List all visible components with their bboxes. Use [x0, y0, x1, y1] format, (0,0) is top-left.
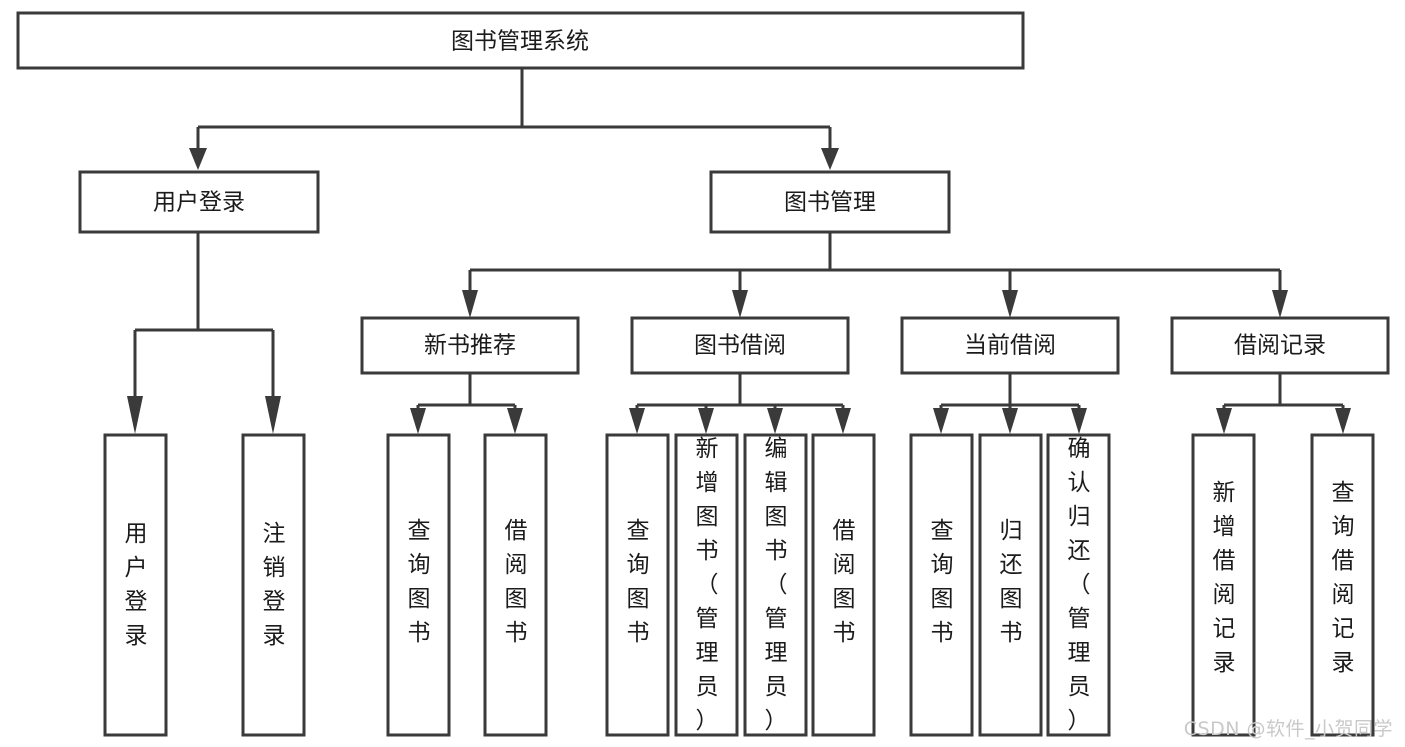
- leaf-user-login-2-box[interactable]: [241, 433, 306, 737]
- leaf-new-book-1[interactable]: 查询图书: [386, 433, 451, 737]
- leaf-user-login-2-label: 注销登录: [263, 521, 286, 649]
- node-user-login-label: 用户登录: [153, 190, 245, 216]
- arrow-head-icon: [1335, 408, 1351, 434]
- arrow-head-icon: [127, 396, 143, 434]
- node-new-book-recommend[interactable]: 新书推荐: [360, 316, 580, 375]
- leaf-new-book-2-box[interactable]: [483, 433, 548, 737]
- leaf-current-borrow-2-label: 归还图书: [1000, 518, 1023, 646]
- leaf-user-login-1-label: 用户登录: [125, 521, 148, 649]
- node-borrow-record[interactable]: 借阅记录: [1170, 316, 1390, 375]
- node-root-box[interactable]: [16, 11, 1025, 70]
- leaf-new-book-2[interactable]: 借阅图书: [483, 433, 548, 737]
- leaf-book-borrow-2[interactable]: 新增图书（管理员）: [674, 433, 739, 737]
- node-root-label: 图书管理系统: [451, 29, 589, 55]
- connector-layer: [127, 68, 1351, 434]
- leaf-current-borrow-2[interactable]: 归还图书: [978, 433, 1043, 737]
- node-book-management-box[interactable]: [709, 170, 951, 234]
- leaf-borrow-record-2[interactable]: 查询借阅记录: [1310, 433, 1375, 737]
- arrow-head-icon: [1002, 408, 1018, 434]
- leaf-borrow-record-1-box[interactable]: [1191, 433, 1256, 737]
- leaf-borrow-record-1[interactable]: 新增借阅记录: [1191, 433, 1256, 737]
- leaf-borrow-record-1-label: 新增借阅记录: [1213, 480, 1236, 676]
- leaf-current-borrow-3-label: 确认归还（管理员）: [1068, 436, 1091, 734]
- leaf-book-borrow-1[interactable]: 查询图书: [605, 433, 670, 737]
- arrow-head-icon: [265, 396, 281, 434]
- node-root[interactable]: 图书管理系统: [16, 11, 1025, 70]
- leaf-user-login-2[interactable]: 注销登录: [241, 433, 306, 737]
- node-new-book-recommend-label: 新书推荐: [424, 333, 516, 359]
- node-current-borrow-label: 当前借阅: [964, 333, 1056, 359]
- arrow-head-icon: [410, 408, 426, 434]
- leaf-book-borrow-3[interactable]: 编辑图书（管理员）: [743, 433, 808, 737]
- node-book-management-label: 图书管理: [784, 190, 876, 216]
- leaf-current-borrow-1-box[interactable]: [909, 433, 974, 737]
- arrow-head-icon: [835, 408, 851, 434]
- node-book-borrow-box[interactable]: [630, 316, 850, 375]
- leaf-current-borrow-1[interactable]: 查询图书: [909, 433, 974, 737]
- node-new-book-recommend-box[interactable]: [360, 316, 580, 375]
- arrow-head-icon: [189, 148, 207, 170]
- leaf-book-borrow-1-box[interactable]: [605, 433, 670, 737]
- leaf-new-book-2-label: 借阅图书: [505, 518, 528, 646]
- node-user-login[interactable]: 用户登录: [78, 170, 320, 234]
- leaf-book-borrow-4[interactable]: 借阅图书: [811, 433, 876, 737]
- leaf-user-login-1[interactable]: 用户登录: [103, 433, 168, 737]
- leaf-borrow-record-2-box[interactable]: [1310, 433, 1375, 737]
- leaf-current-borrow-3[interactable]: 确认归还（管理员）: [1046, 433, 1111, 737]
- arrow-head-icon: [1272, 290, 1288, 318]
- leaf-book-borrow-4-label: 借阅图书: [833, 518, 856, 646]
- node-borrow-record-box[interactable]: [1170, 316, 1390, 375]
- leaf-current-borrow-2-box[interactable]: [978, 433, 1043, 737]
- arrow-head-icon: [933, 408, 949, 434]
- leaf-current-borrow-3-box[interactable]: [1046, 433, 1111, 737]
- arrow-head-icon: [1216, 408, 1232, 434]
- node-book-management[interactable]: 图书管理: [709, 170, 951, 234]
- leaf-book-borrow-2-box[interactable]: [674, 433, 739, 737]
- leaf-new-book-1-box[interactable]: [386, 433, 451, 737]
- leaf-book-borrow-2-label: 新增图书（管理员）: [696, 436, 719, 734]
- arrow-head-icon: [821, 148, 839, 170]
- leaf-current-borrow-1-label: 查询图书: [931, 518, 954, 646]
- arrow-head-icon: [767, 408, 783, 434]
- arrow-head-icon: [462, 290, 478, 318]
- arrow-head-icon: [1002, 290, 1018, 318]
- node-borrow-record-label: 借阅记录: [1234, 333, 1326, 359]
- arrow-head-icon: [732, 290, 748, 318]
- arrow-head-icon: [1071, 408, 1087, 434]
- leaf-user-login-1-box[interactable]: [103, 433, 168, 737]
- node-current-borrow[interactable]: 当前借阅: [900, 316, 1120, 375]
- node-current-borrow-box[interactable]: [900, 316, 1120, 375]
- leaf-borrow-record-2-label: 查询借阅记录: [1332, 480, 1355, 676]
- leaf-book-borrow-1-label: 查询图书: [627, 518, 650, 646]
- leaf-book-borrow-3-box[interactable]: [743, 433, 808, 737]
- arrow-head-icon: [698, 408, 714, 434]
- node-user-login-box[interactable]: [78, 170, 320, 234]
- arrow-head-icon: [507, 408, 523, 434]
- node-book-borrow-label: 图书借阅: [694, 333, 786, 359]
- arrow-head-icon: [629, 408, 645, 434]
- node-book-borrow[interactable]: 图书借阅: [630, 316, 850, 375]
- leaf-book-borrow-4-box[interactable]: [811, 433, 876, 737]
- leaf-new-book-1-label: 查询图书: [408, 518, 431, 646]
- leaf-book-borrow-3-label: 编辑图书（管理员）: [765, 436, 788, 734]
